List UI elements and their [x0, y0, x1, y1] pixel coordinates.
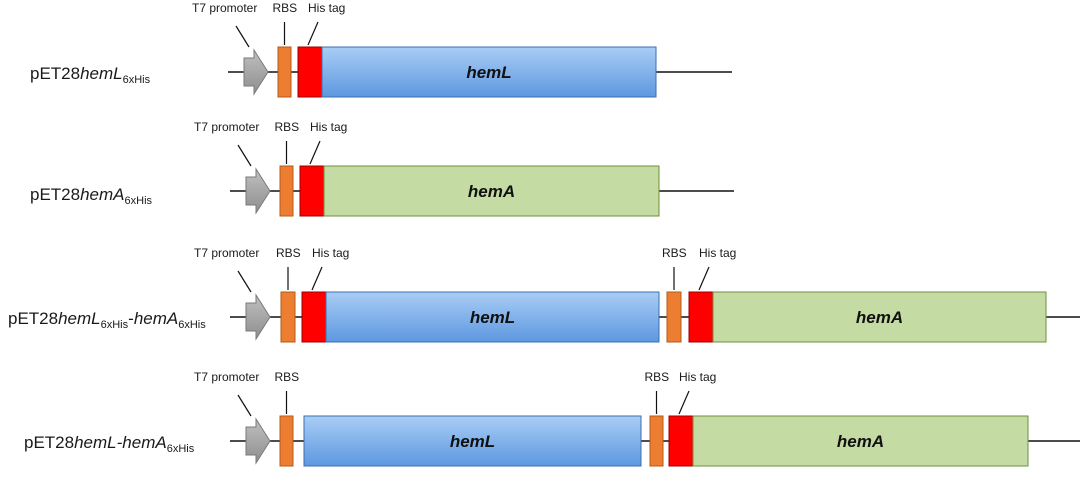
- his-tag-label: His tag: [310, 120, 347, 134]
- gene-box-hemA: [692, 415, 1029, 467]
- rbs-label: RBS: [276, 246, 301, 260]
- rbs-box: [277, 46, 292, 98]
- rbs-box: [649, 415, 664, 467]
- promoter-label: T7 promoter: [194, 370, 259, 384]
- gene-label-hemL: hemL: [470, 308, 515, 327]
- label-separator: -: [128, 309, 134, 328]
- rbs-box: [280, 291, 296, 343]
- promoter-label: T7 promoter: [192, 1, 257, 15]
- promoter-callout-line: [237, 144, 252, 167]
- promoter-arrow-icon: [245, 167, 271, 215]
- gene-box-hemL: [321, 46, 657, 98]
- his-tag-callout-line: [309, 140, 321, 165]
- label-gene1: hemL: [58, 309, 101, 328]
- label-gene1: hemA: [80, 185, 125, 204]
- label-sub1: 6xHis: [100, 319, 129, 331]
- promoter-callout-line: [237, 394, 252, 417]
- gene-label-hemA: hemA: [856, 308, 903, 327]
- his-tag-label: His tag: [699, 246, 736, 260]
- label-sub2: 6xHis: [178, 319, 206, 331]
- construct-row-4: T7 promoter RBS hemL RBS His tag hemA: [194, 370, 1080, 467]
- his-tag-box: [688, 291, 714, 343]
- label-gene2: hemA: [133, 309, 179, 328]
- his-tag-box: [299, 165, 325, 217]
- label-prefix: pET28: [30, 185, 81, 204]
- gene-box-hemL: [303, 415, 642, 467]
- gene-box-hemL: [325, 291, 660, 343]
- construct-label-4: pET28hemL-hemA6xHis: [24, 433, 194, 459]
- his-tag-callout-line: [307, 21, 319, 46]
- his-tag-box: [301, 291, 327, 343]
- promoter-callout-line: [235, 25, 250, 48]
- his-tag-callout-line: [698, 266, 710, 291]
- promoter-arrow-icon: [243, 48, 269, 96]
- promoter-label: T7 promoter: [194, 120, 259, 134]
- gene-box-hemA: [712, 291, 1047, 343]
- rbs-label: RBS: [273, 1, 298, 15]
- label-prefix: pET28: [30, 64, 81, 83]
- his-tag-callout-line: [311, 266, 323, 291]
- gene-label-hemA: hemA: [468, 182, 515, 201]
- label-prefix: pET28: [8, 309, 59, 328]
- his-tag-callout-line: [678, 390, 690, 415]
- gene-label-hemA: hemA: [837, 432, 884, 451]
- gene-box-hemA: [323, 165, 660, 217]
- rbs-box: [279, 415, 294, 467]
- rbs-label: RBS: [275, 370, 300, 384]
- rbs-box: [279, 165, 294, 217]
- rbs-label: RBS: [662, 246, 687, 260]
- construct-label-2: pET28hemA6xHis: [30, 185, 152, 211]
- his-tag-label: His tag: [312, 246, 349, 260]
- label-sub2: 6xHis: [166, 443, 195, 455]
- gene-label-hemL: hemL: [466, 63, 511, 82]
- label-gene1: hemL-hemA: [74, 433, 167, 452]
- his-tag-box: [668, 415, 694, 467]
- rbs-label: RBS: [275, 120, 300, 134]
- construct-label-3: pET28hemL6xHis-hemA6xHis: [8, 309, 206, 335]
- his-tag-label: His tag: [679, 370, 716, 384]
- his-tag-label: His tag: [308, 1, 345, 15]
- label-gene1: hemL: [80, 64, 123, 83]
- construct-row-1: T7 promoter RBS His tag hemL: [192, 1, 732, 98]
- rbs-label: RBS: [645, 370, 670, 384]
- gene-label-hemL: hemL: [450, 432, 495, 451]
- promoter-label: T7 promoter: [194, 246, 259, 260]
- label-prefix: pET28: [24, 433, 75, 452]
- construct-label-1: pET28hemL6xHis: [30, 64, 150, 90]
- construct-row-2: T7 promoter RBS His tag hemA: [194, 120, 734, 217]
- his-tag-box: [297, 46, 323, 98]
- promoter-arrow-icon: [245, 293, 271, 341]
- rbs-box: [666, 291, 682, 343]
- label-sub1: 6xHis: [124, 195, 153, 207]
- construct-row-3: T7 promoter RBS His tag hemL RBS His tag hemA: [194, 246, 1080, 343]
- promoter-arrow-icon: [245, 417, 271, 465]
- label-sub1: 6xHis: [122, 74, 151, 86]
- promoter-callout-line: [237, 270, 252, 293]
